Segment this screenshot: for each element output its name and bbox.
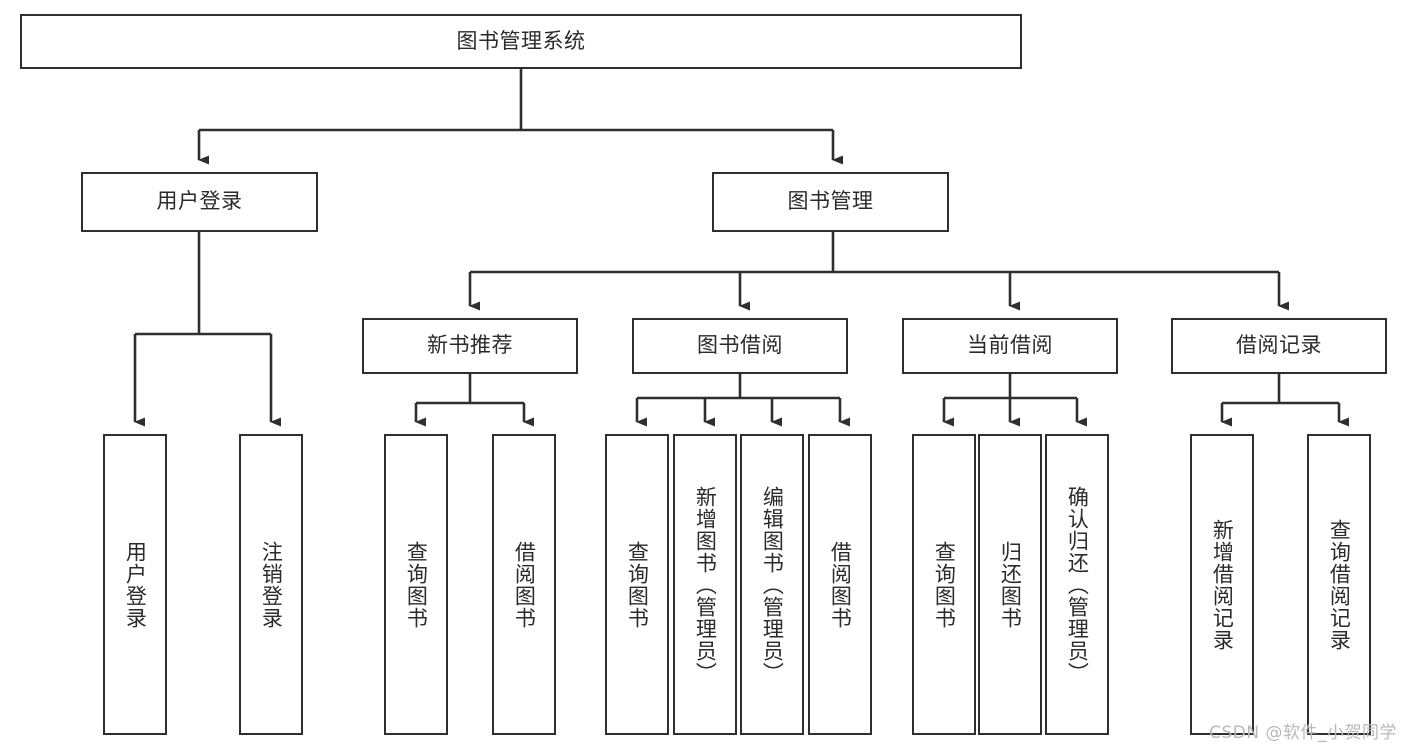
node-label: 注销登录: [259, 540, 284, 629]
node-leaf-query-borrow-record[interactable]: 查询借阅记录: [1307, 434, 1371, 735]
node-label: 借阅图书: [828, 540, 853, 629]
node-book-borrow[interactable]: 图书借阅: [632, 318, 848, 374]
node-leaf-logout[interactable]: 注销登录: [239, 434, 303, 735]
node-label: 新书推荐: [427, 333, 513, 358]
node-leaf-query-book-recommend[interactable]: 查询图书: [384, 434, 448, 735]
node-label: 图书管理: [787, 189, 874, 214]
node-leaf-query-book-current[interactable]: 查询图书: [912, 434, 976, 735]
node-label: 查询图书: [932, 540, 957, 629]
node-label: 新增图书（管理员）: [693, 485, 718, 684]
node-leaf-return-book[interactable]: 归还图书: [978, 434, 1042, 735]
node-label: 查询图书: [625, 540, 650, 629]
node-label: 当前借阅: [967, 333, 1053, 358]
node-label: 借阅记录: [1236, 333, 1322, 358]
node-label: 新增借阅记录: [1210, 518, 1235, 651]
node-label: 用户登录: [123, 540, 148, 629]
node-label: 确认归还（管理员）: [1065, 485, 1090, 684]
node-leaf-user-login[interactable]: 用户登录: [103, 434, 167, 735]
node-book-management[interactable]: 图书管理: [712, 172, 949, 232]
node-current-borrow[interactable]: 当前借阅: [902, 318, 1118, 374]
node-label: 归还图书: [998, 540, 1023, 629]
node-leaf-edit-book-admin[interactable]: 编辑图书（管理员）: [740, 434, 804, 735]
node-user-login[interactable]: 用户登录: [81, 172, 318, 232]
node-leaf-add-book-admin[interactable]: 新增图书（管理员）: [673, 434, 737, 735]
watermark-text: CSDN @软件_小贺同学: [1209, 723, 1397, 743]
node-label: 图书借阅: [697, 333, 783, 358]
node-label: 借阅图书: [512, 540, 537, 629]
node-label: 查询图书: [404, 540, 429, 629]
node-root-system[interactable]: 图书管理系统: [20, 14, 1022, 69]
node-label: 查询借阅记录: [1327, 518, 1352, 651]
node-leaf-add-borrow-record[interactable]: 新增借阅记录: [1190, 434, 1254, 735]
node-new-book-recommend[interactable]: 新书推荐: [362, 318, 578, 374]
node-leaf-confirm-return-admin[interactable]: 确认归还（管理员）: [1045, 434, 1109, 735]
node-leaf-borrow-book-recommend[interactable]: 借阅图书: [492, 434, 556, 735]
node-leaf-query-book-borrow[interactable]: 查询图书: [605, 434, 669, 735]
node-label: 图书管理系统: [456, 28, 586, 53]
node-leaf-borrow-book[interactable]: 借阅图书: [808, 434, 872, 735]
node-borrow-record[interactable]: 借阅记录: [1171, 318, 1387, 374]
node-label: 用户登录: [156, 189, 243, 214]
node-label: 编辑图书（管理员）: [760, 485, 785, 684]
